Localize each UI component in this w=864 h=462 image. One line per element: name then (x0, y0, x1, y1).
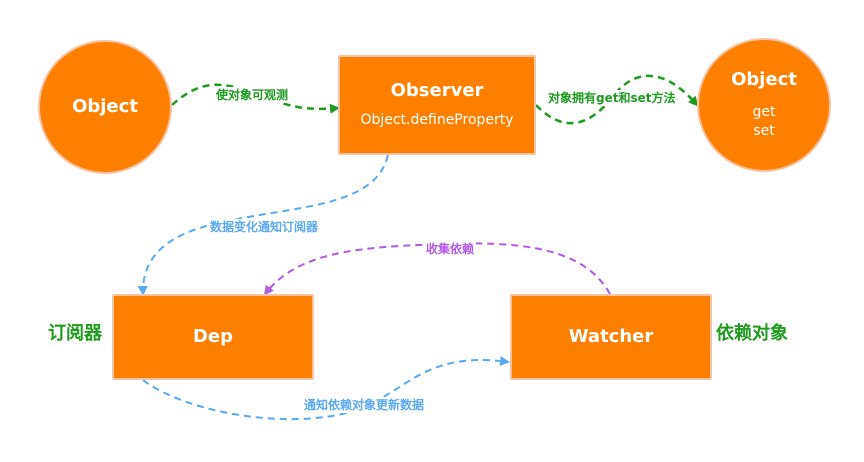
object-left-title: Object (72, 96, 138, 118)
dep-side-label: 订阅器 (48, 323, 102, 344)
observer-subtitle: Object.defineProperty (360, 112, 514, 129)
dep-node[interactable]: Dep (112, 294, 314, 380)
edge-label-has-get-set: 对象拥有get和set方法 (546, 90, 678, 106)
edge-label-notify-dep: 数据变化通知订阅器 (208, 219, 321, 235)
edge-label-collect-deps: 收集依赖 (424, 241, 477, 257)
edge-label-observe: 使对象可观测 (214, 87, 291, 103)
observer-title: Observer (390, 79, 484, 101)
watcher-side-label: 依赖对象 (716, 323, 788, 344)
observer-node[interactable]: Observer Object.defineProperty (338, 55, 536, 155)
object-right-get: get (752, 103, 776, 120)
object-left-node[interactable]: Object (38, 40, 172, 174)
object-right-set: set (753, 122, 775, 139)
object-right-title: Object (731, 69, 797, 91)
edge-object-to-observer (171, 83, 340, 114)
edge-dep-to-watcher (142, 355, 510, 421)
watcher-title: Watcher (568, 326, 654, 348)
edge-watcher-to-dep (263, 242, 611, 296)
dep-title: Dep (192, 326, 234, 348)
watcher-node[interactable]: Watcher (510, 294, 712, 380)
object-right-node[interactable]: Object get set (697, 38, 831, 172)
edge-label-notify-watcher: 通知依赖对象更新数据 (302, 397, 427, 413)
